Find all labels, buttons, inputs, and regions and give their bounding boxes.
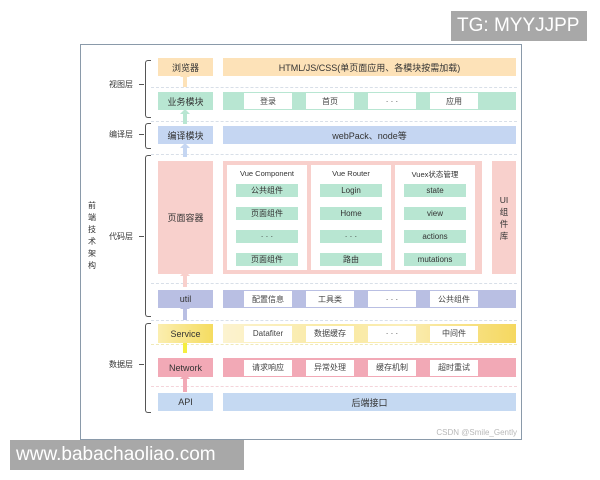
arrow-up-icon	[180, 338, 190, 353]
network-bar: 请求响应 异常处理 缓存机制 超时重试	[223, 358, 516, 377]
util-item: 配置信息	[244, 291, 292, 307]
ui-library-label: UI组件库	[499, 194, 509, 241]
ui-library-box: UI组件库	[492, 161, 516, 274]
network-box: Network	[158, 358, 213, 377]
arrow-up-icon	[180, 271, 190, 287]
column-title: Vue Router	[332, 169, 370, 178]
vuex-item: state	[404, 184, 466, 197]
util-item: 工具类	[306, 291, 354, 307]
business-module-bar: 登录 首页 · · · 应用	[223, 92, 516, 110]
brace-tick	[139, 84, 144, 85]
brace-tick	[139, 364, 144, 365]
separator	[151, 283, 517, 284]
api-box: API	[158, 393, 213, 411]
util-bar: 配置信息 工具类 · · · 公共组件	[223, 290, 516, 308]
diagram-title-vertical: 前端技术架构	[88, 201, 96, 270]
component-item: · · ·	[236, 230, 298, 243]
separator	[151, 386, 517, 387]
separator	[151, 87, 517, 88]
vue-router-column: Vue Router Login Home · · · 路由	[311, 165, 391, 270]
credit-text: CSDN @Smile_Gently	[436, 428, 517, 437]
brace-data	[145, 323, 151, 413]
vue-component-column: Vue Component 公共组件 页面组件 · · · 页面组件	[227, 165, 307, 270]
service-bar: Datafiter 数据缓存 · · · 中间件	[223, 324, 516, 343]
code-modules-panel: Vue Component 公共组件 页面组件 · · · 页面组件 Vue R…	[223, 161, 482, 274]
watermark-tg: TG: MYYJJPP	[451, 11, 587, 41]
network-item: 异常处理	[306, 359, 354, 376]
service-item: 中间件	[430, 325, 478, 342]
vuex-item: actions	[404, 230, 466, 243]
module-home: 首页	[306, 93, 354, 109]
util-box: util	[158, 290, 213, 308]
router-item: 路由	[320, 253, 382, 266]
separator	[151, 344, 517, 345]
service-box: Service	[158, 324, 213, 343]
architecture-diagram: 前端技术架构 视图层 编译层 代码层 数据层 浏览器 HTML/JS/CSS(单…	[80, 44, 522, 440]
module-app: 应用	[430, 93, 478, 109]
arrow-up-icon	[180, 143, 190, 157]
brace-tick	[139, 134, 144, 135]
browser-box: 浏览器	[158, 58, 213, 76]
arrow-down-icon	[180, 374, 190, 392]
module-login: 登录	[244, 93, 292, 109]
compile-module-box: 编译模块	[158, 126, 213, 144]
component-item: 公共组件	[236, 184, 298, 197]
component-item: 页面组件	[236, 207, 298, 220]
layer-label-code: 代码层	[109, 232, 133, 241]
separator	[151, 154, 517, 155]
router-item: Login	[320, 184, 382, 197]
router-item: · · ·	[320, 230, 382, 243]
network-item: 请求响应	[244, 359, 292, 376]
service-item: · · ·	[368, 325, 416, 342]
util-item: 公共组件	[430, 291, 478, 307]
vuex-item: mutations	[404, 253, 466, 266]
service-item: 数据缓存	[306, 325, 354, 342]
layer-label-compile: 编译层	[109, 130, 133, 139]
network-item: 缓存机制	[368, 359, 416, 376]
page-container-box: 页面容器	[158, 161, 213, 274]
arrow-up-icon	[180, 109, 190, 124]
util-item: · · ·	[368, 291, 416, 307]
api-content: 后端接口	[223, 393, 516, 411]
watermark-site: www.babachaoliao.com	[10, 440, 244, 470]
network-item: 超时重试	[430, 359, 478, 376]
separator	[151, 320, 517, 321]
layer-label-data: 数据层	[109, 360, 133, 369]
brace-view	[145, 60, 151, 118]
browser-content: HTML/JS/CSS(单页面应用、各模块按需加载)	[223, 58, 516, 76]
vuex-column: Vuex状态管理 state view actions mutations	[395, 165, 475, 270]
module-ellipsis: · · ·	[368, 93, 416, 109]
column-title: Vuex状态管理	[411, 170, 459, 179]
router-item: Home	[320, 207, 382, 220]
arrow-up-icon	[180, 72, 190, 87]
brace-tick	[139, 236, 144, 237]
layer-label-view: 视图层	[109, 80, 133, 89]
arrow-up-icon	[180, 304, 190, 320]
brace-code	[145, 155, 151, 317]
business-module-box: 业务模块	[158, 92, 213, 110]
service-item: Datafiter	[244, 325, 292, 342]
vuex-item: view	[404, 207, 466, 220]
separator	[151, 121, 517, 122]
brace-compile	[145, 123, 151, 149]
component-item: 页面组件	[236, 253, 298, 266]
column-title: Vue Component	[240, 169, 294, 178]
compile-content: webPack、node等	[223, 126, 516, 144]
